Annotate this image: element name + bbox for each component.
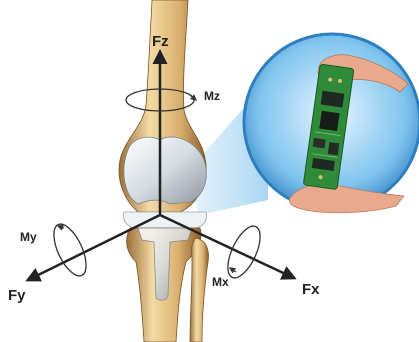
mz-moment-arrow bbox=[190, 95, 196, 100]
sensor-magnifier bbox=[244, 34, 419, 213]
my-moment-arrow bbox=[58, 226, 64, 228]
my-label: My bbox=[20, 230, 37, 244]
fy-label: Fy bbox=[8, 287, 26, 304]
fz-label: Fz bbox=[152, 33, 169, 50]
mx-label: Mx bbox=[212, 275, 229, 289]
mx-moment-arrow bbox=[230, 268, 236, 272]
mz-label: Mz bbox=[204, 89, 220, 103]
fibula-bone bbox=[190, 238, 209, 342]
my-moment-ring bbox=[47, 220, 92, 281]
femoral-implant bbox=[124, 137, 206, 204]
mx-moment-ring bbox=[221, 222, 266, 283]
fx-label: Fx bbox=[302, 281, 320, 298]
